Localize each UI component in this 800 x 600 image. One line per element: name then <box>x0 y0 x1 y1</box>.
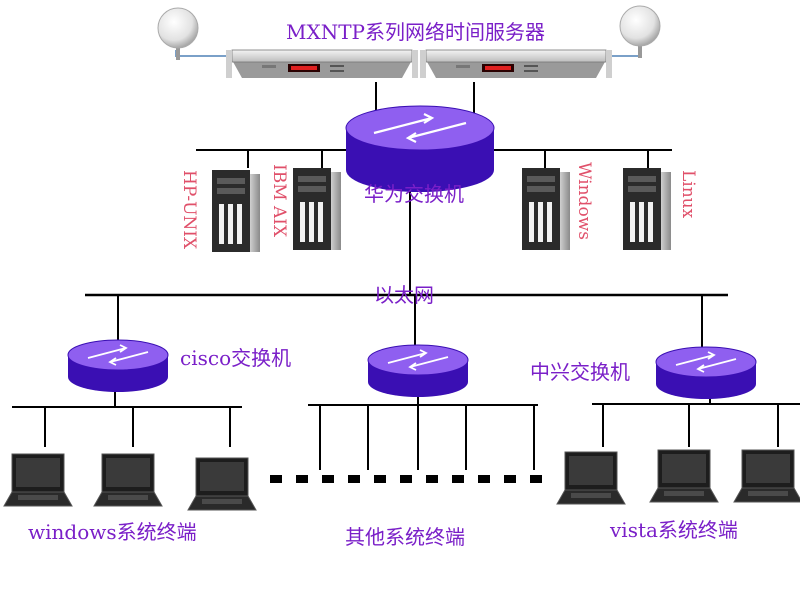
other-terminals-label: 其他系统终端 <box>345 525 465 549</box>
ethernet-label: 以太网 <box>374 283 434 307</box>
time-server-icon <box>225 49 419 79</box>
laptop-icon <box>556 451 626 505</box>
zte-switch-label: 中兴交换机 <box>530 360 630 384</box>
server-label-linux: Linux <box>678 170 698 219</box>
server-label-hp-unix: HP-UNIX <box>179 170 199 250</box>
laptop-icon <box>187 457 257 511</box>
core-switch-label: 华为交换机 <box>364 182 464 206</box>
laptop-icon <box>93 453 163 507</box>
laptop-icon <box>649 449 719 503</box>
server-label-windows: Windows <box>574 162 594 240</box>
vista-terminals-label: vista系统终端 <box>610 518 738 542</box>
switch-icon <box>67 339 169 393</box>
server-tower-icon <box>293 168 341 250</box>
laptop-icon <box>733 449 800 503</box>
server-tower-icon <box>623 168 671 250</box>
gps-antenna-icon <box>619 5 661 59</box>
cisco-switch-label: cisco交换机 <box>180 346 292 370</box>
switch-icon <box>367 344 469 398</box>
gps-antenna-icon <box>157 7 199 61</box>
windows-terminals-label: windows系统终端 <box>28 520 197 544</box>
laptop-icon <box>3 453 73 507</box>
switch-icon <box>344 104 496 194</box>
server-label-ibm-aix: IBM AIX <box>269 164 289 238</box>
server-tower-icon <box>212 170 260 252</box>
server-tower-icon <box>522 168 570 250</box>
switch-icon <box>655 346 757 400</box>
time-server-icon <box>419 49 613 79</box>
diagram-title: MXNTP系列网络时间服务器 <box>286 20 546 44</box>
